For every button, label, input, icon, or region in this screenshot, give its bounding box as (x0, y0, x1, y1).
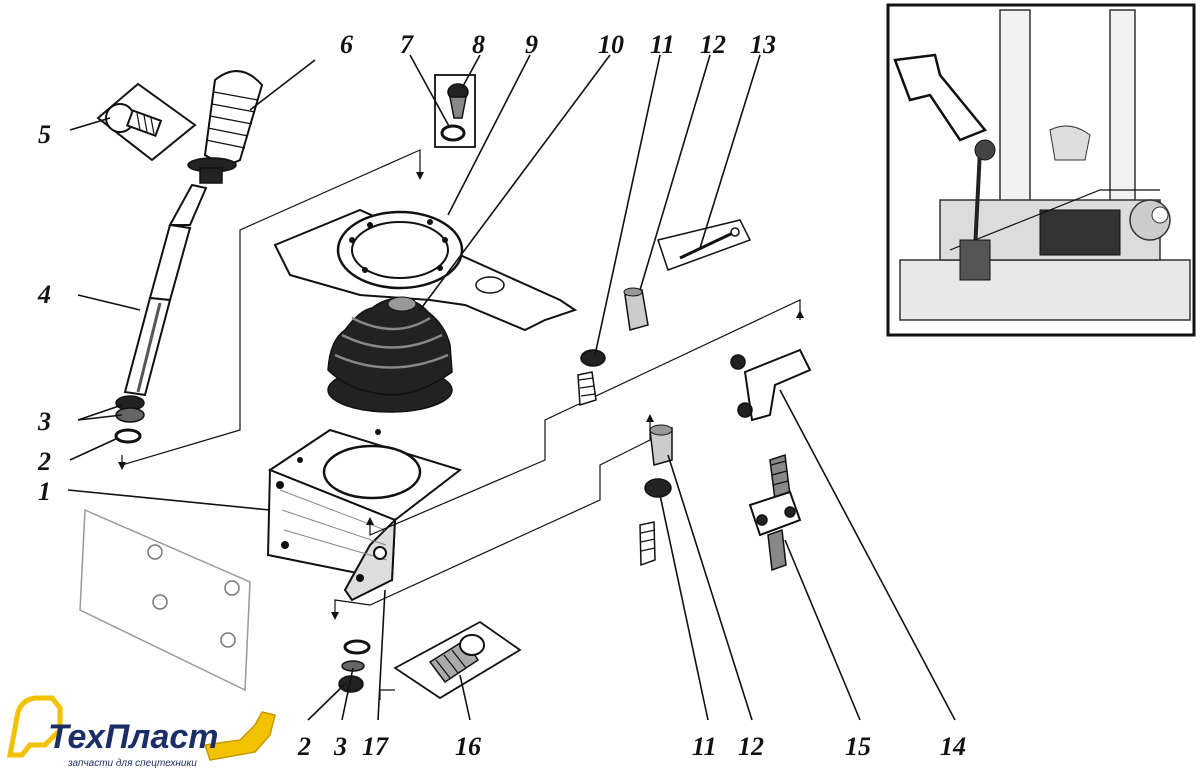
excavator-bucket-icon (204, 711, 276, 761)
mounting-plate (79, 508, 251, 692)
part-9-cover-plate (273, 208, 578, 332)
callout-8: 8 (472, 30, 485, 59)
callout-13: 13 (750, 30, 776, 59)
callout-bottom-15: 15 (845, 732, 871, 761)
assembly-arrow (416, 172, 424, 180)
part-7-8-bolt-detail (434, 74, 476, 148)
callout-7: 7 (400, 30, 414, 59)
part-5-screw-detail (96, 82, 197, 162)
callout-1: 1 (38, 477, 51, 506)
callout-bottom-11: 11 (692, 732, 717, 761)
part-15-adjuster (748, 453, 802, 572)
leader-lines (67, 54, 956, 721)
callout-3: 3 (37, 407, 51, 436)
brand-name: ТехПласт (48, 718, 219, 756)
callout-bottom-3: 3 (333, 732, 347, 761)
part-4-lever (123, 183, 208, 397)
part-10-rubber-boot (327, 296, 453, 413)
upper-rod-parts (577, 219, 752, 406)
brand-logo: ТехПласт запчасти для спецтехники (6, 695, 276, 769)
callout-4: 4 (37, 280, 51, 309)
assembly-arrow (118, 462, 126, 470)
assembly-arrow (331, 612, 339, 620)
assembly-line-rod (334, 420, 651, 615)
callout-12: 12 (700, 30, 726, 59)
callout-11: 11 (650, 30, 675, 59)
callout-9: 9 (525, 30, 538, 59)
inset-installation-view (886, 3, 1196, 337)
lever-nut-and-washer (114, 395, 145, 444)
assembly-arrow (646, 414, 654, 422)
brand-tagline: запчасти для спецтехники (67, 758, 197, 769)
callout-bottom-16: 16 (455, 732, 481, 761)
callout-10: 10 (598, 30, 624, 59)
excavator-cab-icon (6, 695, 63, 758)
part-16-bolt-detail (379, 620, 522, 700)
callout-5: 5 (38, 120, 51, 149)
part-14-ball-joint-bracket (730, 348, 812, 422)
lower-rod-parts (639, 424, 673, 567)
assembly-arrow (366, 517, 374, 525)
callout-2: 2 (37, 447, 51, 476)
part-1-bracket (266, 428, 463, 602)
part-6-knob (187, 70, 264, 184)
callout-bottom-12: 12 (738, 732, 764, 761)
callout-bottom-2: 2 (297, 732, 311, 761)
callout-bottom-14: 14 (940, 732, 966, 761)
callout-bottom-17: 17 (362, 732, 389, 761)
assembly-arrow (796, 310, 804, 318)
callout-6: 6 (340, 30, 353, 59)
assembly-line-bracket (369, 299, 801, 536)
